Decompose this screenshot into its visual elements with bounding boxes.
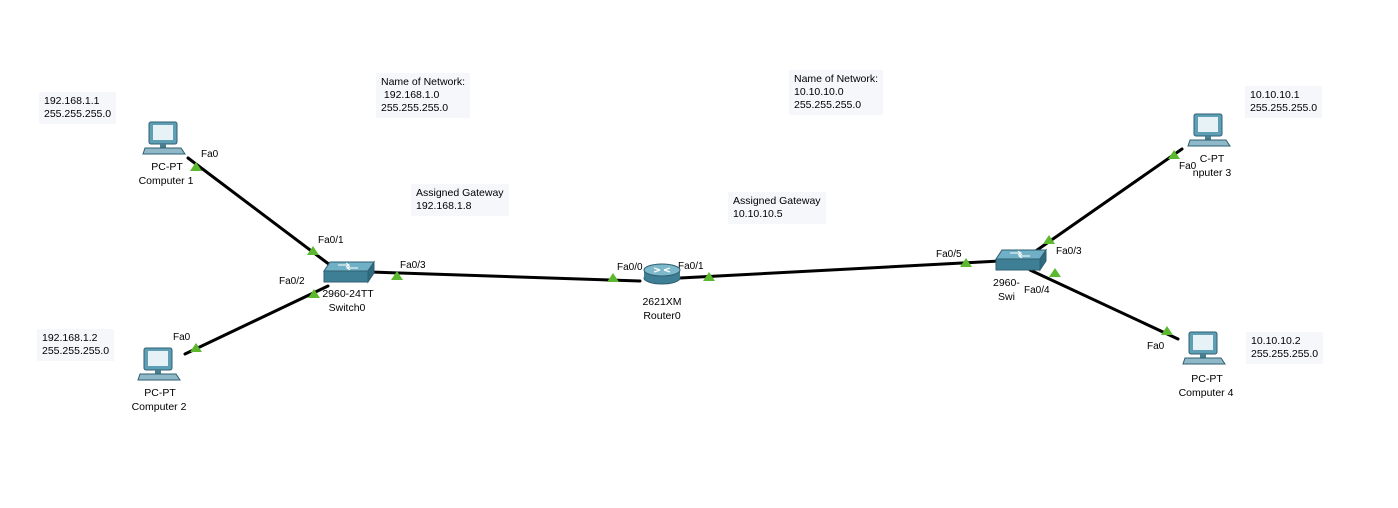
links — [183, 147, 1184, 356]
network-left-title: Name of Network: — [381, 76, 466, 88]
port-label-sw0-fa02: Fa0/2 — [279, 276, 305, 287]
port-label-sw1-fa03: Fa0/3 — [1056, 246, 1082, 257]
port-indicator-sw0-fa02 — [308, 289, 320, 298]
port-labels: Fa0 Fa0/1 Fa0/2 Fa0 Fa0/3 Fa0/0 Fa0/1 Fa… — [173, 149, 1197, 352]
pc1-ip: 192.168.1.1 — [44, 95, 100, 107]
computer-2[interactable]: PC-PT Computer 2 — [132, 347, 187, 413]
port-indicator-sw1-fa05 — [960, 258, 972, 267]
port-indicator-pc3 — [1168, 150, 1180, 159]
pc-icon — [1182, 331, 1226, 365]
link-router0-switch1[interactable] — [678, 259, 1002, 280]
computer-4[interactable]: PC-PT Computer 4 — [1179, 331, 1234, 399]
link-pc1-switch0[interactable] — [186, 156, 332, 267]
port-indicator-sw1-fa03 — [1043, 235, 1055, 244]
port-label-sw1-fa05: Fa0/5 — [936, 249, 962, 260]
network-left-mask: 255.255.255.0 — [381, 102, 449, 114]
link-switch1-pc4[interactable] — [1028, 268, 1180, 341]
switch-0[interactable]: 2960-24TT Switch0 — [322, 260, 375, 314]
port-label-r0-fa00: Fa0/0 — [617, 262, 643, 273]
device-model: C-PT — [1200, 153, 1225, 165]
device-model: PC-PT — [144, 387, 176, 399]
port-label-r0-fa01: Fa0/1 — [678, 261, 704, 272]
device-name: Router0 — [643, 310, 681, 322]
computer-1[interactable]: PC-PT Computer 1 — [139, 121, 194, 187]
pc3-mask: 255.255.255.0 — [1250, 102, 1318, 114]
port-indicators — [190, 150, 1180, 352]
port-indicator-sw1-fa04 — [1049, 268, 1061, 277]
port-indicator-pc4 — [1161, 326, 1173, 335]
gateway-left-title: Assigned Gateway — [416, 187, 504, 199]
device-model: PC-PT — [1191, 373, 1223, 385]
device-model: PC-PT — [151, 161, 183, 173]
device-name: Computer 2 — [132, 401, 187, 413]
pc3-ip: 10.10.10.1 — [1250, 89, 1300, 101]
port-label-pc2: Fa0 — [173, 332, 191, 343]
network-left-address: 192.168.1.0 — [381, 89, 440, 101]
port-label-pc3: Fa0 — [1179, 161, 1197, 172]
switch-1[interactable]: 2960- Swi — [993, 248, 1047, 303]
pc2-mask: 255.255.255.0 — [42, 345, 110, 357]
router-0[interactable]: 2621XM Router0 — [642, 263, 682, 322]
port-indicator-sw0-fa03 — [391, 271, 403, 280]
pc1-mask: 255.255.255.0 — [44, 108, 112, 120]
pc-icon — [142, 121, 186, 155]
link-switch1-pc3[interactable] — [1028, 147, 1184, 257]
computer-3[interactable]: C-PT nputer 3 — [1187, 113, 1232, 179]
device-name: Switch0 — [329, 302, 366, 314]
pc-icon — [137, 347, 181, 381]
port-label-sw0-fa01: Fa0/1 — [318, 235, 344, 246]
device-name: Swi — [998, 291, 1015, 303]
pc-icon — [1187, 113, 1231, 147]
device-model: 2960-24TT — [322, 288, 374, 300]
switch-icon — [323, 260, 375, 284]
port-label-sw0-fa03: Fa0/3 — [400, 260, 426, 271]
gateway-right-title: Assigned Gateway — [733, 195, 821, 207]
network-right-title: Name of Network: — [794, 73, 879, 85]
router-icon — [643, 263, 681, 285]
device-name: Computer 4 — [1179, 387, 1234, 399]
port-label-pc1: Fa0 — [201, 149, 219, 160]
pc4-ip: 10.10.10.2 — [1251, 335, 1301, 347]
port-indicator-pc2 — [190, 343, 202, 352]
device-model: 2621XM — [642, 296, 681, 308]
port-indicator-r0-fa00 — [607, 273, 619, 282]
switch-icon — [995, 248, 1047, 272]
port-label-sw1-fa04: Fa0/4 — [1024, 285, 1050, 296]
device-name: nputer 3 — [1193, 167, 1232, 179]
device-model: 2960- — [993, 277, 1020, 289]
port-indicator-sw0-fa01 — [307, 246, 319, 255]
link-switch0-router0[interactable] — [368, 270, 642, 283]
link-pc2-switch0[interactable] — [183, 284, 330, 356]
network-right-mask: 255.255.255.0 — [794, 99, 862, 111]
device-name: Computer 1 — [139, 175, 194, 187]
network-right-address: 10.10.10.0 — [794, 86, 844, 98]
pc2-ip: 192.168.1.2 — [42, 332, 98, 344]
port-indicator-pc1 — [190, 162, 202, 171]
gateway-right-address: 10.10.10.5 — [733, 208, 783, 220]
port-label-pc4: Fa0 — [1147, 341, 1165, 352]
gateway-left-address: 192.168.1.8 — [416, 200, 472, 212]
port-indicator-r0-fa01 — [703, 272, 715, 281]
pc4-mask: 255.255.255.0 — [1251, 348, 1319, 360]
